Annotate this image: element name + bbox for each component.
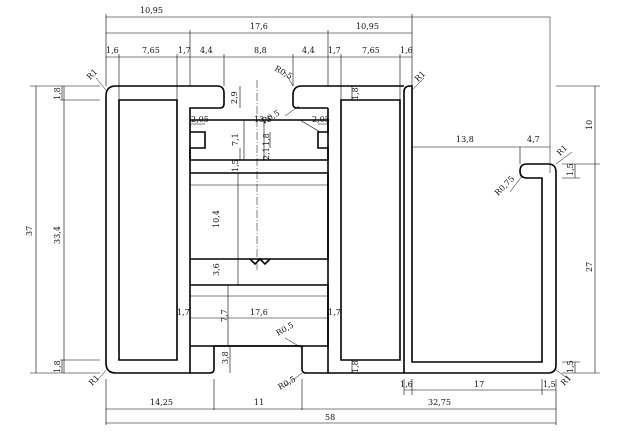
dim-r-web: 1,7 — [328, 46, 341, 55]
notch — [249, 257, 271, 266]
dimension-lines — [30, 14, 600, 425]
radius-tr: R1 — [413, 69, 427, 83]
radius-br: R1 — [559, 373, 573, 387]
dim-r-lip: 4,4 — [302, 46, 315, 55]
dim-lower-r: 1,7 — [328, 308, 341, 317]
outer-contour — [116, 85, 557, 374]
dim-end-wall: 1,5 — [543, 380, 556, 389]
dim-lower-w: 17,6 — [250, 308, 268, 317]
radius-bot-inner: R0,5 — [275, 321, 296, 338]
left-outer-wall — [105, 85, 190, 374]
dim-step-h: 7,1 — [231, 133, 240, 146]
dim-right-offset: 10 — [585, 120, 594, 130]
dim-channel: 17 — [474, 380, 484, 389]
profile-outline — [105, 85, 557, 374]
dim-cap-15: 1,5 — [231, 159, 240, 172]
radius-bl: R1 — [87, 373, 101, 387]
dim-bottom-wall: 1,8 — [53, 360, 62, 373]
radius-bot-mid: R0,5 — [277, 375, 298, 392]
dim-inner-height: 33,4 — [53, 226, 62, 244]
dim-small-18: 1,8 — [262, 133, 271, 146]
dim-ledge-right: 2,05 — [312, 115, 330, 124]
top-right-lip — [292, 85, 328, 109]
radius-slot-tip: R1 — [555, 143, 569, 157]
dim-top-left: 10,95 — [140, 6, 163, 15]
radius-slot-end: R0,75 — [493, 174, 516, 197]
dim-slot-thickness: 1,5 — [566, 163, 575, 176]
dim-r-slot: 7,65 — [362, 46, 380, 55]
dim-ledge-mid: 13,5 — [254, 115, 272, 124]
dim-leg-h: 3,8 — [221, 351, 230, 364]
dim-chamber-h: 10,4 — [212, 210, 221, 228]
dim-r-wall: 1,6 — [400, 46, 413, 55]
dim-right-bot-18: 1,8 — [351, 360, 360, 373]
dim-l-slot: 7,65 — [142, 46, 160, 55]
mid-chamber — [190, 172, 329, 260]
dim-upper-slot-h: 2,9 — [230, 91, 239, 104]
dim-slot-width: 4,7 — [527, 135, 540, 144]
dim-top-right: 10,95 — [356, 22, 379, 31]
dim-overall: 58 — [325, 413, 335, 422]
dim-lower-h: 7,7 — [220, 309, 229, 322]
dim-lower-l: 1,7 — [177, 308, 190, 317]
dim-l-wall: 1,6 — [106, 46, 119, 55]
right-inner-slot — [340, 99, 401, 361]
left-inner-slot — [118, 99, 178, 361]
dim-gap: 8,8 — [254, 46, 267, 55]
radius-top-mid: R0,5 — [273, 64, 294, 81]
dim-bottom-r-wall: 1,6 — [400, 380, 413, 389]
dim-bottom-thickness: 1,5 — [566, 360, 575, 373]
dim-top-mid: 17,6 — [250, 22, 268, 31]
dim-ledge-left: 2,05 — [191, 115, 209, 124]
dim-total-height: 37 — [25, 226, 34, 236]
dim-right-height: 27 — [585, 262, 594, 272]
upper-chamber — [189, 119, 329, 161]
dim-small-21: 2,1 — [262, 147, 271, 160]
dim-arm-reach: 13,8 — [456, 135, 474, 144]
lower-chamber — [190, 284, 329, 347]
dim-top-wall: 1,8 — [53, 87, 62, 100]
dim-l-lip: 4,4 — [200, 46, 213, 55]
dim-left-offset: 14,25 — [150, 398, 173, 407]
dim-right-top-18: 1,8 — [351, 87, 360, 100]
dim-notch-h: 3,6 — [212, 263, 221, 276]
dim-l-web: 1,7 — [178, 46, 191, 55]
dim-right-span: 32,75 — [428, 398, 451, 407]
labels: 10,95 17,6 10,95 1,6 7,65 1,7 4,4 8,8 4,… — [25, 6, 594, 422]
dim-mid-gap: 11 — [254, 398, 264, 407]
